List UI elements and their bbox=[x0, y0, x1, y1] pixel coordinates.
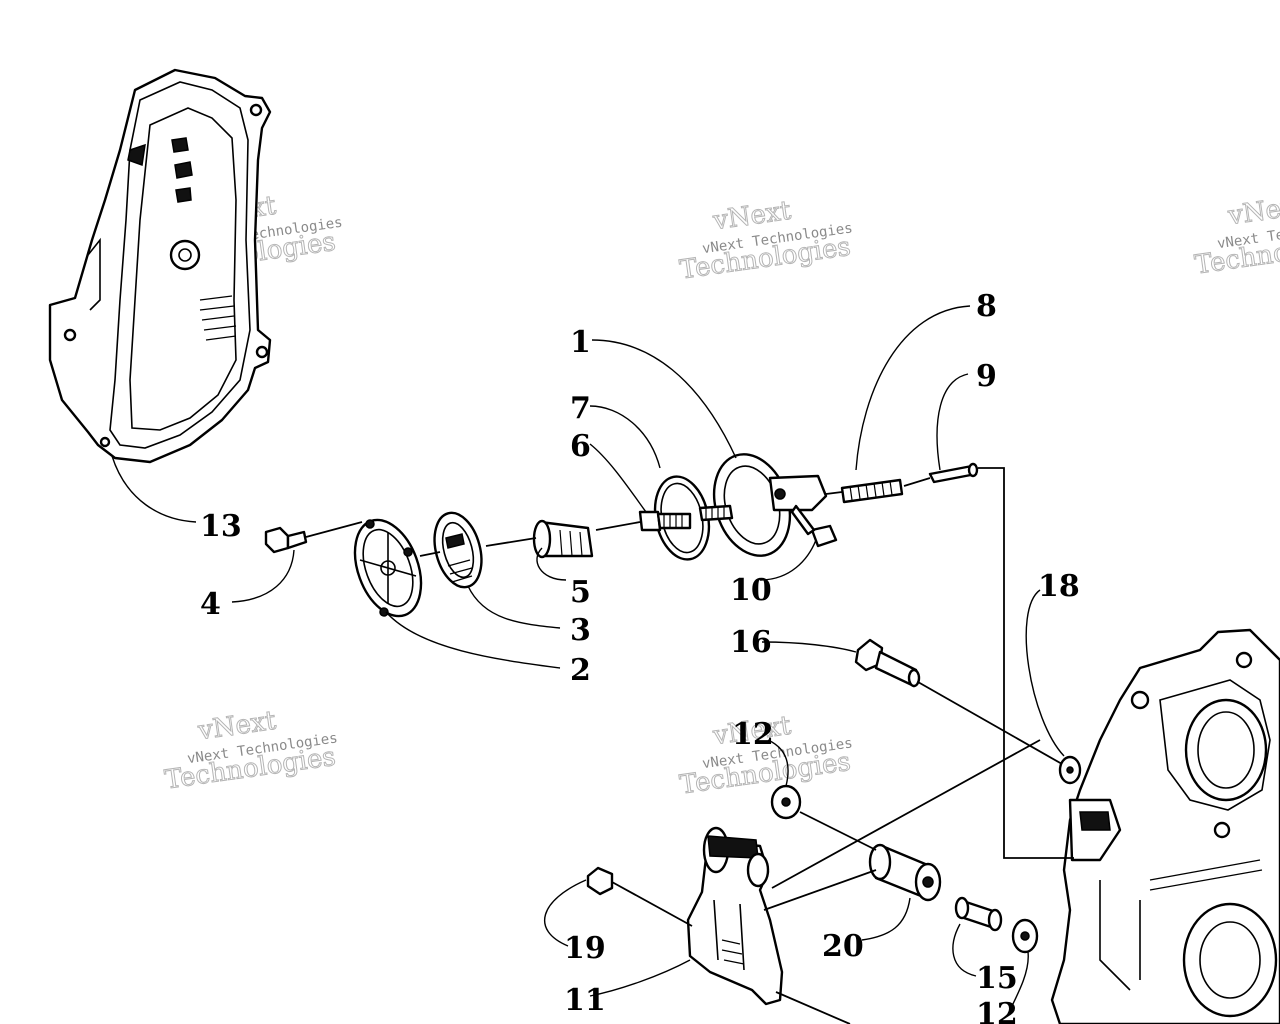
callout-18: 18 bbox=[1038, 569, 1080, 604]
callout-1: 1 bbox=[570, 325, 591, 360]
svg-text:vNext: vNext bbox=[1225, 191, 1280, 232]
callout-19: 19 bbox=[564, 931, 606, 966]
watermark-center-top: vNext vNext Technologies Technologies bbox=[677, 195, 853, 286]
part-19-nut bbox=[586, 866, 614, 896]
part-12-washer-lower bbox=[1011, 918, 1039, 954]
part-2-retainer-plate bbox=[353, 518, 423, 618]
callout-4: 4 bbox=[200, 587, 221, 622]
part-9-pin bbox=[928, 462, 979, 484]
callout-3: 3 bbox=[570, 613, 591, 648]
callout-20: 20 bbox=[822, 929, 864, 964]
part-13-chaincase-cover bbox=[48, 68, 272, 464]
part-18-washer bbox=[1058, 755, 1082, 785]
callout-labels: 1 7 6 8 9 13 4 5 3 2 10 16 18 12 19 11 2… bbox=[200, 289, 1080, 1024]
assembly-lines bbox=[305, 467, 1074, 1024]
part-12-washer-upper bbox=[770, 784, 802, 820]
chaincase-housing bbox=[1050, 628, 1280, 1024]
callout-9: 9 bbox=[976, 359, 997, 394]
callout-16: 16 bbox=[730, 625, 772, 660]
part-4-bolt bbox=[264, 526, 308, 554]
part-10-screw bbox=[790, 504, 838, 548]
callout-13: 13 bbox=[200, 509, 242, 544]
part-1-tensioner-housing bbox=[698, 453, 828, 557]
callout-8: 8 bbox=[976, 289, 997, 324]
part-6-plunger bbox=[638, 510, 692, 532]
callout-2: 2 bbox=[570, 653, 591, 688]
part-8-spring bbox=[840, 478, 904, 504]
callout-12-upper: 12 bbox=[732, 717, 774, 752]
callout-5: 5 bbox=[570, 575, 591, 610]
callout-11: 11 bbox=[564, 983, 606, 1018]
part-5-sleeve bbox=[532, 519, 594, 559]
part-15-bushing bbox=[954, 896, 1003, 932]
watermark-left-bottom: vNext vNext Technologies Technologies bbox=[162, 705, 338, 796]
callout-6: 6 bbox=[570, 429, 591, 464]
callout-10: 10 bbox=[730, 573, 772, 608]
part-11-tensioner-arm bbox=[686, 826, 784, 1006]
watermark-right-top: vNext vNext Technologies Technologies bbox=[1192, 190, 1280, 281]
callout-7: 7 bbox=[570, 391, 591, 426]
leader-lines bbox=[111, 305, 1065, 1015]
part-20-idler bbox=[868, 843, 942, 902]
part-3-ratchet bbox=[433, 511, 483, 589]
part-16-bolt bbox=[854, 638, 921, 688]
callout-15: 15 bbox=[976, 961, 1018, 996]
callout-12-lower: 12 bbox=[976, 997, 1018, 1024]
